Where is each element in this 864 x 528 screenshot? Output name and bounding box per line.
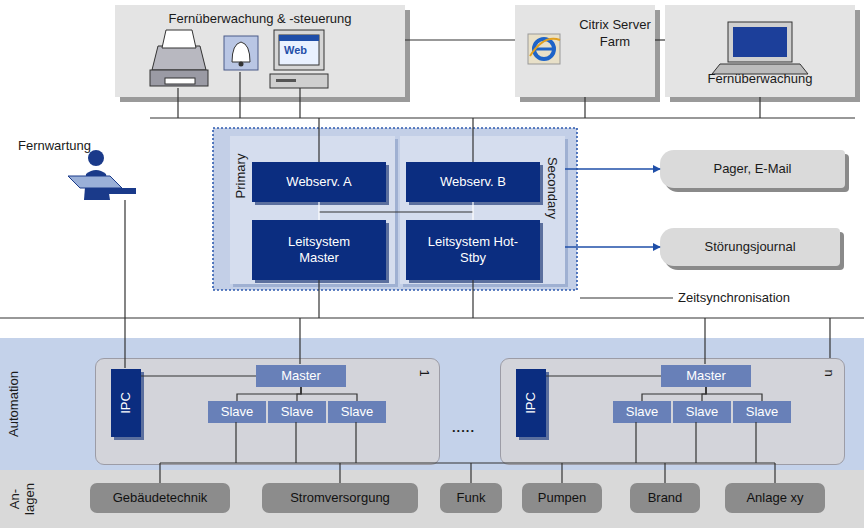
journal-box: Störungsjournal xyxy=(660,228,840,266)
node-text: Citrix Server Farm xyxy=(579,17,651,51)
connector-line xyxy=(642,387,706,401)
control-system: Leitsystem Master xyxy=(252,220,386,280)
node-text: 1 xyxy=(416,363,432,383)
connector-line xyxy=(655,39,665,40)
dashed-outline xyxy=(213,128,577,290)
node-text: Funk xyxy=(457,490,486,506)
bus-lines xyxy=(0,72,864,483)
node-text: Slave xyxy=(341,404,374,420)
plant-box: Pumpen xyxy=(522,483,602,513)
role-label: Fernwartung xyxy=(18,138,91,153)
connector-line xyxy=(405,39,515,40)
node-text: Stromversorgung xyxy=(290,490,390,506)
web-server: Webserv. B xyxy=(406,162,540,202)
node-text: Gebäudetechnik xyxy=(113,490,208,506)
primary-panel: Primary Webserv. A Leitsystem Master xyxy=(230,136,395,284)
plant-box: Gebäudetechnik xyxy=(90,483,230,513)
laptop-icon xyxy=(712,22,808,74)
ipc-box: IPC xyxy=(516,369,546,437)
node-text: Leitsystem Master xyxy=(269,234,369,265)
node-text: Primary xyxy=(233,136,249,216)
secondary-panel: Secondary Webserv. B Leitsystem Hot-Stby xyxy=(400,136,565,284)
arrow-connector xyxy=(565,246,660,248)
node-text: Master xyxy=(686,368,726,384)
connector-line xyxy=(301,387,357,401)
node-text: Secondary xyxy=(544,143,560,233)
node-text: Master xyxy=(281,368,321,384)
connector-line xyxy=(546,375,661,376)
node-text: Anlage xy xyxy=(746,490,803,506)
node-text: Fernüberwachung xyxy=(665,71,855,87)
slave-box: Slave xyxy=(613,401,671,423)
automation-group: nIPC MasterSlave Slave Slave xyxy=(500,358,845,465)
master-box: Master xyxy=(661,365,751,387)
printer-icon xyxy=(150,30,208,86)
ipc-box: IPC xyxy=(111,369,141,437)
notification-box: Pager, E-Mail xyxy=(660,150,845,188)
node-text: Pumpen xyxy=(538,490,586,506)
connector-line xyxy=(706,387,762,401)
slave-box: Slave xyxy=(733,401,791,423)
node-text: Slave xyxy=(626,404,659,420)
plant-band: An- lagen Gebäudetechnik Stromversorgung Fu… xyxy=(0,470,864,528)
slave-box: Slave xyxy=(673,401,731,423)
web-server: Webserv. A xyxy=(252,162,386,202)
node-text: Pager, E-Mail xyxy=(713,161,791,177)
node-text: Slave xyxy=(746,404,779,420)
slave-box: Slave xyxy=(268,401,326,423)
node-text: Brand xyxy=(648,490,683,506)
node-text: Slave xyxy=(686,404,719,420)
bell-icon xyxy=(224,36,258,70)
node-text: Slave xyxy=(281,404,314,420)
node-text: Fernüberwachung & -steuerung xyxy=(115,11,405,27)
connector-line xyxy=(472,202,473,220)
ellipsis: ..... xyxy=(452,420,475,435)
node-text: IPC xyxy=(118,373,134,433)
connector-line xyxy=(237,387,301,401)
web-pc-icon xyxy=(270,30,328,88)
screen-text: Web xyxy=(284,44,307,56)
node-text: Webserv. A xyxy=(286,174,351,190)
control-system: Leitsystem Hot-Stby xyxy=(406,220,540,280)
node-text: n xyxy=(821,363,837,383)
slave-box: Slave xyxy=(208,401,266,423)
slave-box: Slave xyxy=(328,401,386,423)
redundancy-region xyxy=(213,128,577,290)
plant-box: Brand xyxy=(630,483,700,513)
connector-line xyxy=(318,202,319,220)
node-text: Webserv. B xyxy=(440,174,506,190)
node-text: Automation xyxy=(6,354,22,454)
node-text: Slave xyxy=(221,404,254,420)
node-text: IPC xyxy=(523,373,539,433)
browser-icon xyxy=(528,34,560,64)
plant-box: Stromversorgung xyxy=(262,483,418,513)
plant-box: Anlage xy xyxy=(725,483,825,513)
plant-box: Funk xyxy=(440,483,502,513)
node-text: Störungsjournal xyxy=(704,239,795,255)
technician-figure xyxy=(68,150,136,200)
node-text: Leitsystem Hot-Stby xyxy=(423,234,523,265)
connector-line xyxy=(141,375,256,376)
note-label: Zeitsynchronisation xyxy=(678,290,790,305)
master-box: Master xyxy=(256,365,346,387)
automation-group: 1IPC MasterSlave Slave Slave xyxy=(95,358,440,465)
node-text: An- lagen xyxy=(7,477,37,521)
arrow-connector xyxy=(565,168,660,170)
automation-band: Automation 1IPC MasterSlave Slave Slave nIPC M… xyxy=(0,338,864,470)
